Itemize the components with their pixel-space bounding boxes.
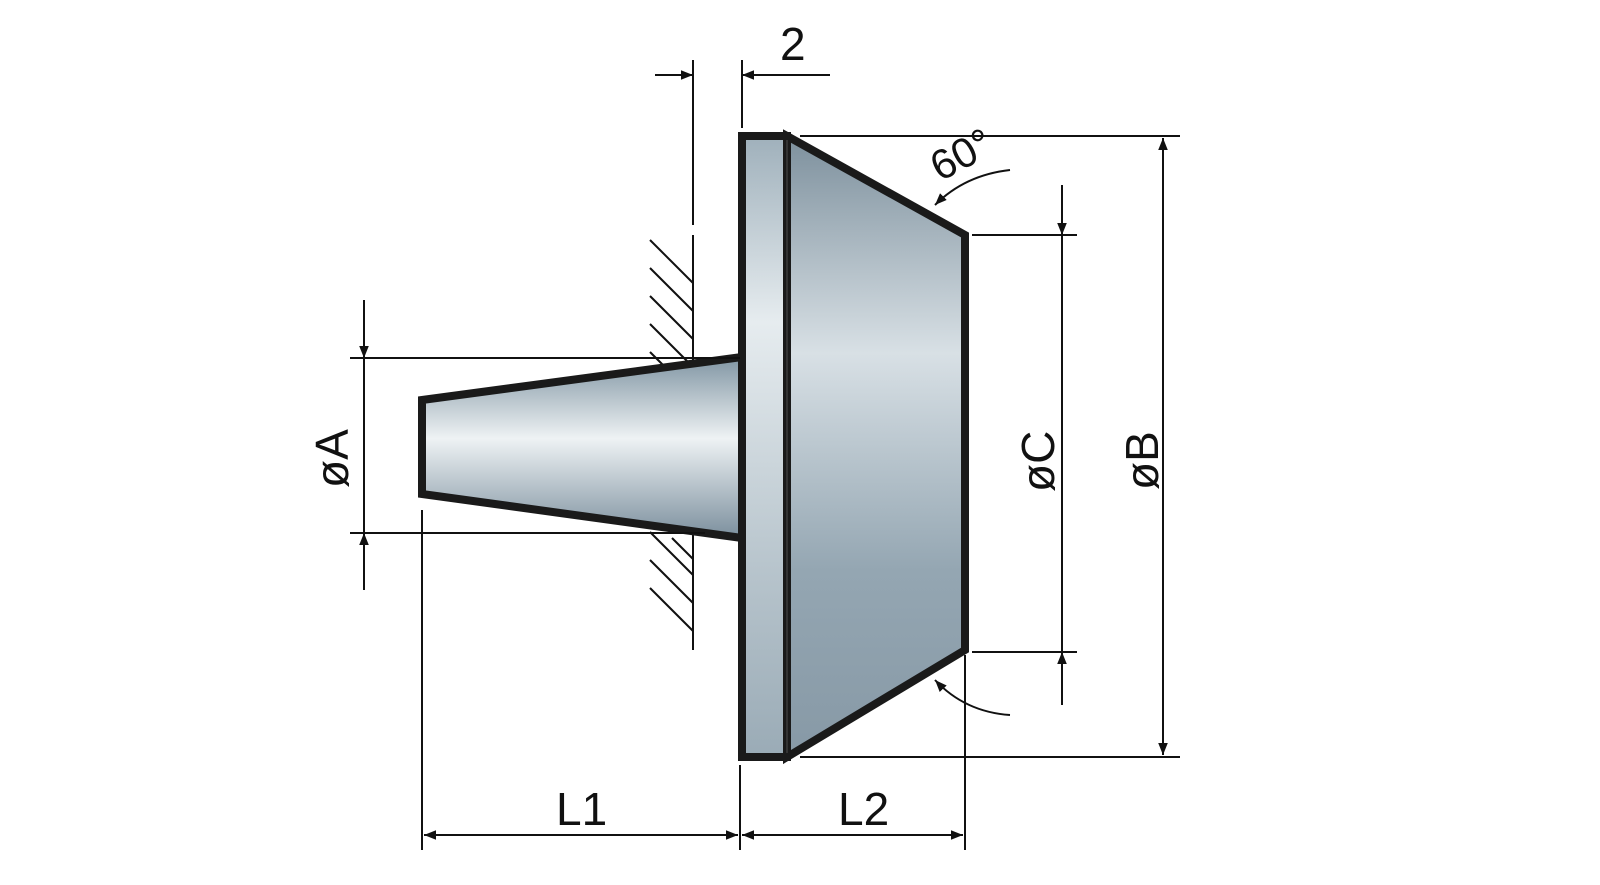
tapered-shank: [418, 352, 746, 543]
gap-label: 2: [780, 18, 806, 70]
wall-hatching: [649, 60, 694, 650]
angle-label: 60°: [922, 119, 1000, 190]
dimension-dia-c: øC: [972, 185, 1077, 705]
dimension-lengths: L1 L2: [421, 510, 966, 850]
dimension-dia-b: øB: [800, 135, 1180, 758]
part-body: [418, 129, 969, 765]
dimension-gap: 2: [655, 18, 830, 128]
cone-face: [783, 129, 969, 765]
dia-b-label: øB: [1116, 431, 1168, 490]
dimension-dia-a: øA: [306, 300, 740, 590]
flange: [738, 132, 791, 761]
l1-label: L1: [556, 783, 607, 835]
dia-a-label: øA: [306, 429, 358, 488]
dia-c-label: øC: [1012, 431, 1064, 492]
l2-label: L2: [838, 783, 889, 835]
